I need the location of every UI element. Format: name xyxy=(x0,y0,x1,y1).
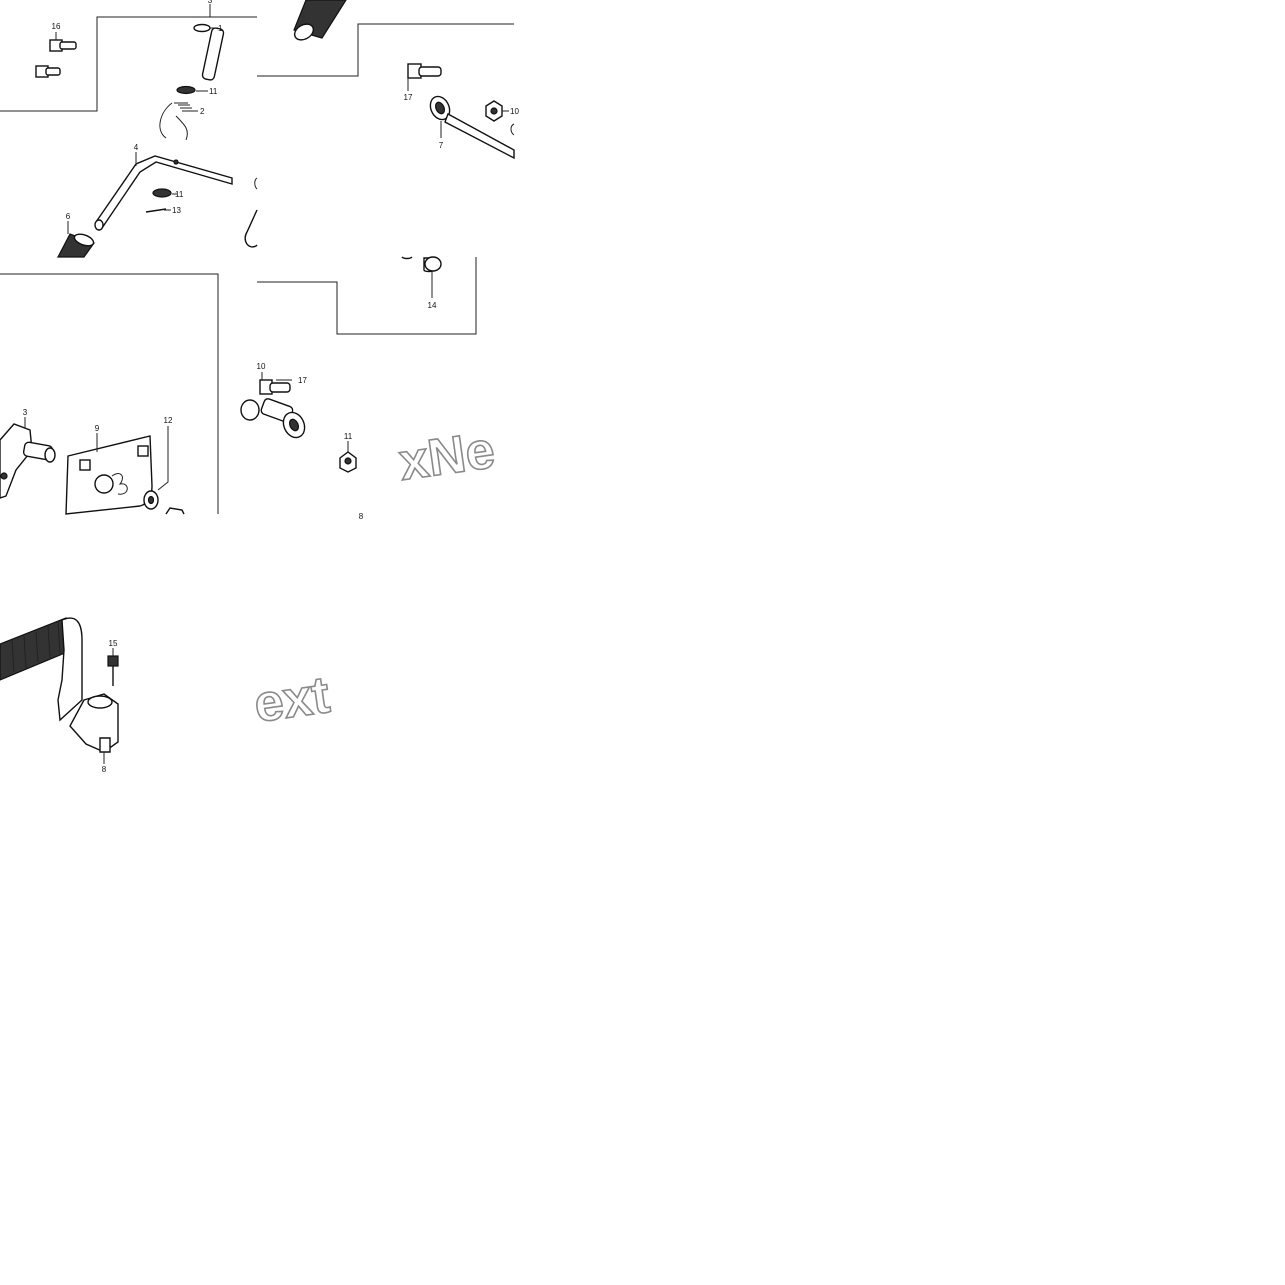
flange-bolt-part xyxy=(35,65,61,78)
diagram-tile-middle-left: 3 9 12 xyxy=(0,273,219,515)
flange-nut-part xyxy=(485,100,503,122)
callout-label: 12 xyxy=(164,416,173,425)
hex-bolt-part xyxy=(401,256,442,273)
group-frame-line xyxy=(257,23,514,77)
kick-pedal-part xyxy=(0,617,119,753)
callout-label: 15 xyxy=(109,639,118,648)
callout-label: 11 xyxy=(175,190,184,199)
callout-label: 3 xyxy=(23,408,28,417)
watermark-text: xNe xyxy=(396,421,499,492)
flange-bolt-part xyxy=(259,379,291,395)
callout-label: 17 xyxy=(404,93,413,102)
group-frame-line xyxy=(0,273,219,514)
pivot-bushing-part xyxy=(429,95,515,160)
callout-label: 9 xyxy=(95,424,100,433)
brake-arm-part xyxy=(510,123,515,136)
diagram-tile-bottom-middle: ext xyxy=(250,665,334,734)
callout-label: 14 xyxy=(428,301,437,310)
callout-label: 10 xyxy=(257,362,266,371)
return-spring-part xyxy=(159,102,194,141)
callout-label: 11 xyxy=(209,87,218,96)
callout-label: 6 xyxy=(66,212,71,221)
brake-arm-part xyxy=(244,209,258,248)
callout-label: 10 xyxy=(510,107,519,116)
washer-part xyxy=(143,426,169,510)
group-frame-line xyxy=(0,16,257,112)
callout-label: 7 xyxy=(439,141,444,150)
group-frame-line xyxy=(257,257,477,335)
callout-label: 2 xyxy=(200,107,205,116)
callout-label: 16 xyxy=(52,22,61,31)
callout-label: 8 xyxy=(359,512,364,521)
footpeg-rubber-part xyxy=(293,0,347,41)
flange-bolt-part xyxy=(407,63,442,79)
brake-arm-part xyxy=(254,177,258,190)
callout-label: 3 xyxy=(208,0,213,5)
flange-nut-part xyxy=(339,451,357,473)
footpeg-rubber-part xyxy=(57,233,95,258)
diagram-tile-middle-right: xNe 14 10 17 11 8 xyxy=(240,256,499,521)
step-bracket-part xyxy=(0,423,56,499)
flange-nut-part xyxy=(165,507,185,515)
diagram-tile-top-left: 3 1 16 11 2 4 11 13 6 xyxy=(0,0,258,258)
callout-label: 13 xyxy=(172,206,181,215)
flange-bolt-part xyxy=(49,39,77,52)
watermark-text: ext xyxy=(251,666,333,734)
washer-part xyxy=(152,188,172,198)
callout-label: 17 xyxy=(298,376,307,385)
shift-lever-part xyxy=(94,155,233,231)
heel-guard-plate-part xyxy=(65,435,153,515)
pivot-bushing-part xyxy=(240,398,306,439)
diagram-tile-bottom-left: 15 8 xyxy=(0,617,119,774)
callout-label: 11 xyxy=(344,432,353,441)
callout-label: 1 xyxy=(218,24,223,33)
diagram-tile-top-right: 17 7 10 xyxy=(257,0,519,160)
cotter-pin-part xyxy=(145,208,167,213)
washer-part xyxy=(176,85,196,95)
pivot-pin-part xyxy=(193,23,225,81)
callout-label: 8 xyxy=(102,765,107,774)
pinch-bolt-part xyxy=(107,655,119,686)
callout-label: 4 xyxy=(134,143,139,152)
